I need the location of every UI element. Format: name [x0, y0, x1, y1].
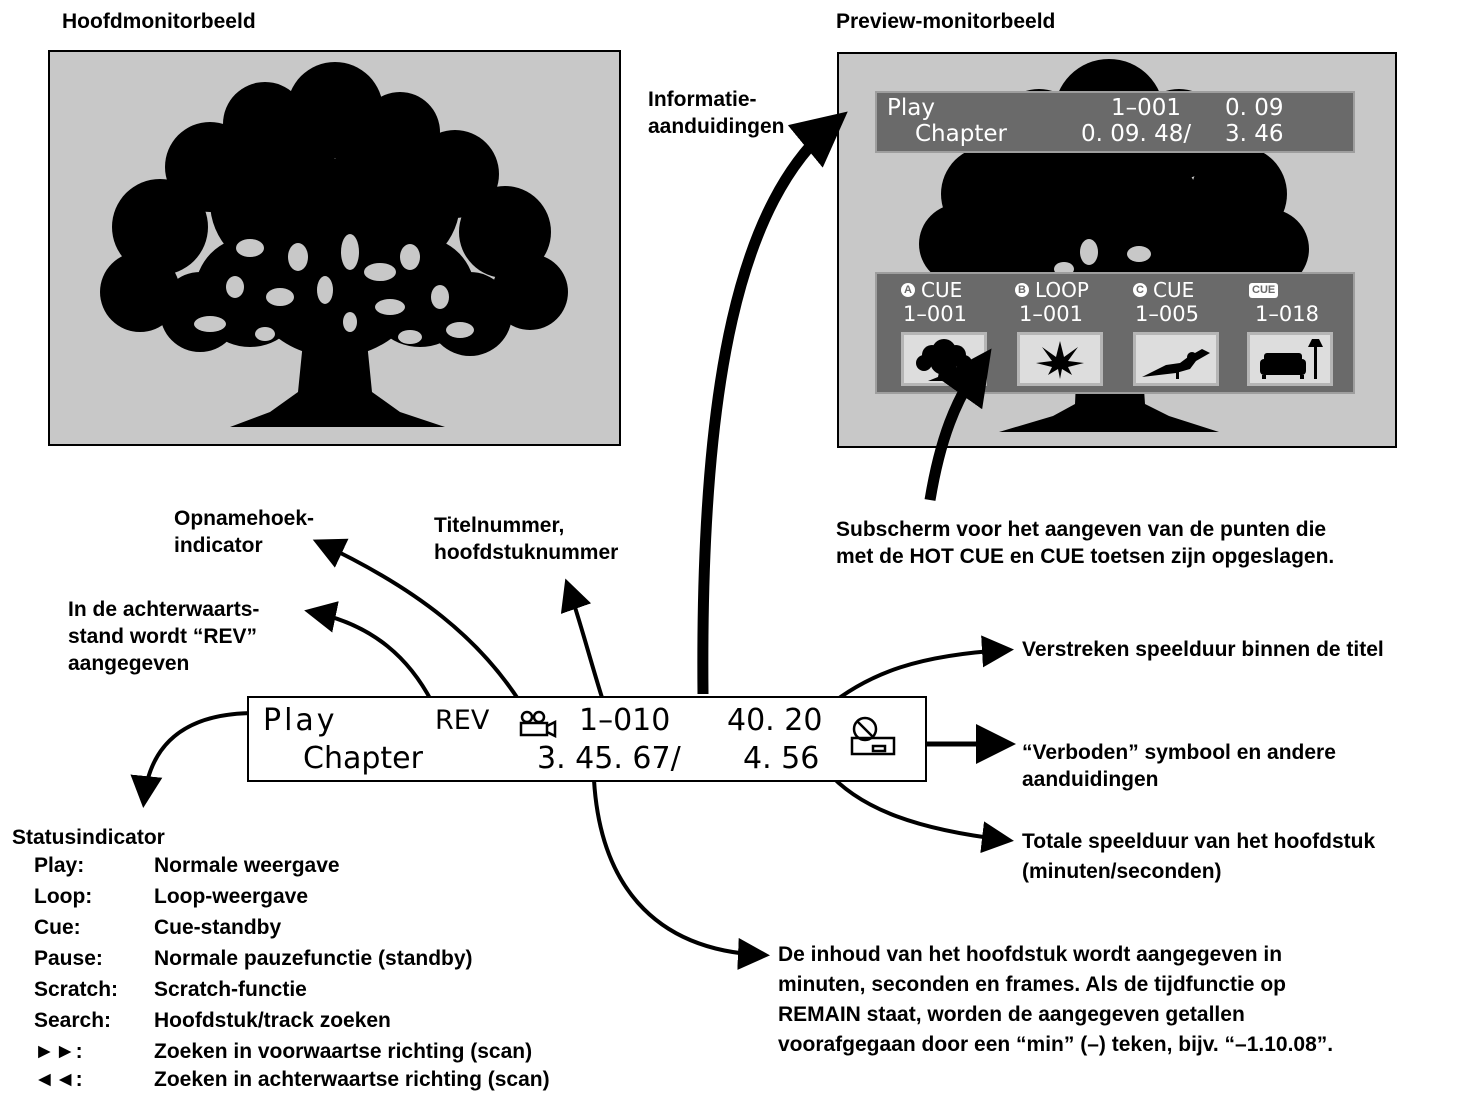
label-total-1: Totale speelduur van het hoofdstuk	[1022, 830, 1376, 853]
badge-b-icon: B	[1015, 283, 1029, 297]
cue-slot-c-number: 1–005	[1135, 302, 1199, 326]
label-info-1: Informatie-	[648, 88, 757, 111]
arrow-subscreen	[924, 348, 992, 501]
arrow-status	[130, 711, 256, 808]
display-chapter-label: Chapter	[303, 741, 423, 776]
display-chapter-time: 3. 45. 67/	[537, 741, 681, 776]
display-status: Play	[263, 703, 338, 738]
arrow-total	[824, 768, 1014, 854]
arrow-chapter-content	[592, 779, 770, 970]
label-chapter-content-3: REMAIN staat, worden de aangegeven getal…	[778, 1003, 1245, 1026]
label-subscreen-2: met de HOT CUE en CUE toetsen zijn opges…	[836, 545, 1335, 568]
cue-slot-b-number: 1–001	[1019, 302, 1083, 326]
label-chapter-content-4: voorafgegaan door een “min” (–) teken, b…	[778, 1033, 1334, 1056]
main-monitor	[48, 50, 621, 446]
preview-title-chapter-number: 1–001	[1111, 95, 1182, 121]
camera-angle-icon	[519, 710, 557, 738]
main-display: Play REV 1–010 40. 20 Chapter 3. 45. 67/…	[247, 696, 927, 782]
main-monitor-title: Hoofdmonitorbeeld	[62, 10, 256, 33]
status-row: Search:Hoofdstuk/track zoeken	[34, 1009, 391, 1032]
label-elapsed: Verstreken speelduur binnen de titel	[1022, 638, 1384, 661]
tree-image	[100, 62, 568, 427]
thumb-leaf-icon	[1017, 332, 1103, 386]
display-rev: REV	[435, 705, 490, 736]
preview-chapter-label: Chapter	[915, 121, 1007, 147]
label-info-2: aanduidingen	[648, 115, 785, 138]
thumb-toucan-icon	[1133, 332, 1219, 386]
status-row: ◄◄:Zoeken in achterwaartse richting (sca…	[34, 1068, 550, 1091]
status-row: Pause:Normale pauzefunctie (standby)	[34, 947, 473, 970]
label-title-chapter-2: hoofdstuknummer	[434, 541, 619, 564]
display-elapsed-time: 40. 20	[727, 703, 823, 738]
display-title-chapter-number: 1–010	[579, 703, 671, 738]
cue-slot-a-mode: CUE	[921, 278, 963, 302]
label-prohibited-2: aanduidingen	[1022, 768, 1159, 791]
status-row: Cue:Cue-standby	[34, 916, 282, 939]
cue-slot-a-number: 1–001	[903, 302, 967, 326]
preview-chapter-total: 3. 46	[1225, 121, 1284, 147]
cue-slot-b-mode: LOOP	[1035, 278, 1089, 302]
preview-elapsed-time: 0. 09	[1225, 95, 1284, 121]
label-angle-2: indicator	[174, 534, 263, 557]
arrow-title-chapter	[560, 578, 606, 705]
display-chapter-total: 4. 56	[743, 741, 820, 776]
arrow-angle	[312, 538, 522, 704]
status-row: Play:Normale weergave	[34, 854, 340, 877]
label-total-2: (minuten/seconden)	[1022, 860, 1222, 883]
label-subscreen-1: Subscherm voor het aangeven van de punte…	[836, 518, 1327, 541]
label-rev-1: In de achterwaarts-	[68, 598, 260, 621]
preview-status-text: Play	[887, 95, 935, 121]
thumb-sofa-icon	[1247, 332, 1333, 386]
status-row: Loop:Loop-weergave	[34, 885, 309, 908]
preview-chapter-time: 0. 09. 48/	[1081, 121, 1192, 147]
label-title-chapter-1: Titelnummer,	[434, 514, 565, 537]
arrow-rev	[304, 601, 434, 703]
cue-badge-icon: CUE	[1249, 283, 1279, 298]
label-rev-3: aangegeven	[68, 652, 190, 675]
label-prohibited-1: “Verboden” symbool en andere	[1022, 741, 1336, 764]
cue-slot-c-mode: CUE	[1153, 278, 1195, 302]
cue-slot-cue-number: 1–018	[1255, 302, 1319, 326]
badge-a-icon: A	[901, 283, 915, 297]
label-chapter-content-2: minuten, seconden en frames. Als de tijd…	[778, 973, 1286, 996]
label-angle-1: Opnamehoek-	[174, 507, 315, 530]
cue-slot-cue: CUE 1–018	[1241, 278, 1351, 390]
preview-monitor-title: Preview-monitorbeeld	[836, 10, 1056, 33]
label-rev-2: stand wordt “REV”	[68, 625, 258, 648]
preview-info-bar: Play 1–001 0. 09 Chapter 0. 09. 48/ 3. 4…	[875, 91, 1355, 153]
status-row: Scratch:Scratch-functie	[34, 978, 307, 1001]
label-chapter-content-1: De inhoud van het hoofdstuk wordt aangeg…	[778, 943, 1283, 966]
status-indicator-title: Statusindicator	[12, 826, 165, 849]
arrow-info	[697, 111, 848, 695]
cue-slot-b: B LOOP 1–001	[1005, 278, 1115, 390]
status-row: ►►:Zoeken in voorwaartse richting (scan)	[34, 1040, 533, 1063]
prohibited-icon	[850, 716, 896, 756]
cue-slot-c: C CUE 1–005	[1123, 278, 1233, 390]
badge-c-icon: C	[1133, 283, 1147, 297]
